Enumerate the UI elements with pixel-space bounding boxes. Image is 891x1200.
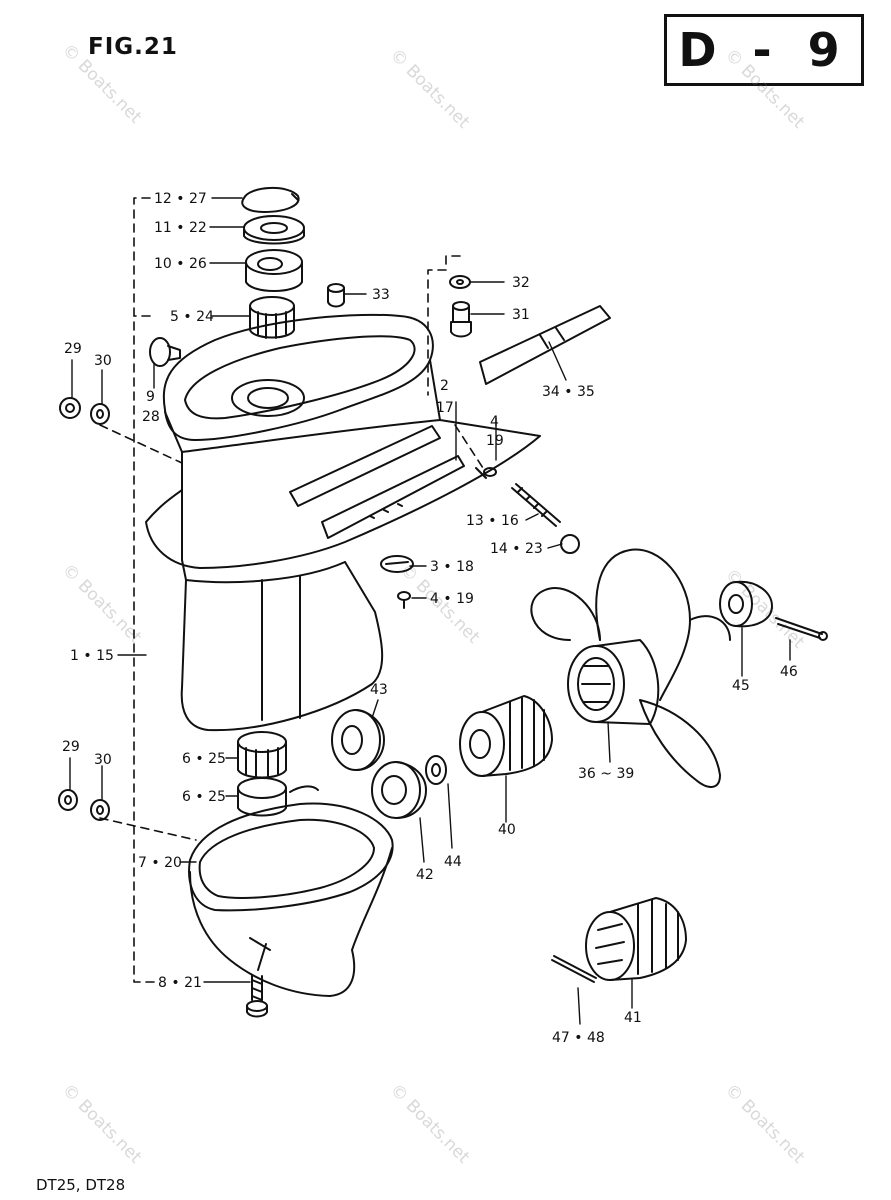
- label-6-25-upper: 6 • 25: [182, 751, 226, 767]
- part-decal: [479, 305, 611, 385]
- label-31: 31: [512, 307, 530, 323]
- label-46: 46: [780, 664, 798, 680]
- part-cotter-pin: [775, 617, 828, 641]
- label-7-20: 7 • 20: [138, 855, 182, 871]
- label-47-48: 47 • 48: [552, 1030, 605, 1046]
- label-2: 2: [440, 378, 449, 394]
- dashed-leader-lines: [99, 197, 484, 983]
- label-30-lower: 30: [94, 752, 112, 768]
- label-12-27: 12 • 27: [154, 191, 207, 207]
- label-8-21: 8 • 21: [158, 975, 202, 991]
- label-5-24: 5 • 24: [170, 309, 214, 325]
- label-41: 41: [624, 1010, 642, 1026]
- label-13-16: 13 • 16: [466, 513, 519, 529]
- label-3-18: 3 • 18: [430, 559, 474, 575]
- part-plug: [149, 337, 181, 367]
- label-45: 45: [732, 678, 750, 694]
- label-42: 42: [416, 867, 434, 883]
- part-gear-case: [145, 313, 541, 732]
- label-44: 44: [444, 854, 462, 870]
- part-shear-pin: [551, 955, 597, 983]
- label-6-25-lower: 6 • 25: [182, 789, 226, 805]
- label-30-upper: 30: [94, 353, 112, 369]
- part-nut-washer-upper: [59, 397, 110, 425]
- label-11-22: 11 • 22: [154, 220, 207, 236]
- part-propeller-nut: [719, 580, 773, 628]
- part-bearing-housing: [371, 761, 427, 819]
- label-36-39: 36 ~ 39: [578, 766, 634, 782]
- part-circlip: [241, 186, 300, 213]
- part-labels: 12 • 27 11 • 22 10 • 26 5 • 24 33 32 31 …: [62, 191, 798, 1046]
- label-43: 43: [370, 682, 388, 698]
- part-cap: [560, 534, 580, 554]
- label-29-upper: 29: [64, 341, 82, 357]
- label-4-19: 4 • 19: [430, 591, 474, 607]
- part-propeller-adapter: [585, 897, 687, 981]
- part-anode-plate: [380, 555, 414, 573]
- label-29-lower: 29: [62, 739, 80, 755]
- part-needle-bearing-lower: [237, 731, 287, 779]
- label-32: 32: [512, 275, 530, 291]
- part-ball-bearing: [245, 249, 303, 292]
- part-bearing-lower: [237, 777, 319, 817]
- part-dowel-pin: [327, 283, 345, 308]
- part-bolt: [450, 301, 472, 338]
- part-screw-lower: [397, 591, 411, 609]
- label-1-15: 1 • 15: [70, 648, 114, 664]
- part-nut-washer-lower: [58, 789, 110, 821]
- part-propeller: [530, 548, 731, 788]
- figure-number: FIG.21: [88, 34, 178, 60]
- label-19: 19: [486, 433, 504, 449]
- label-34-35: 34 • 35: [542, 384, 595, 400]
- part-thrust-washer: [425, 755, 447, 785]
- label-17: 17: [436, 400, 454, 416]
- part-washer: [243, 215, 305, 245]
- label-33: 33: [372, 287, 390, 303]
- part-lower-gear-case: [188, 802, 394, 997]
- label-9: 9: [146, 389, 155, 405]
- part-screw: [475, 467, 497, 479]
- part-needle-bearing: [249, 296, 295, 339]
- label-4: 4: [490, 414, 499, 430]
- model-label: DT25, DT28: [36, 1176, 126, 1194]
- label-28: 28: [142, 409, 160, 425]
- part-lower-bolt: [246, 975, 268, 1018]
- part-small-washer: [449, 275, 471, 289]
- part-oil-seal: [331, 709, 385, 771]
- part-spring: [511, 483, 561, 527]
- diagram-code-box: D - 9: [664, 14, 864, 86]
- leader-lines: [69, 197, 791, 1025]
- label-10-26: 10 • 26: [154, 256, 207, 272]
- label-14-23: 14 • 23: [490, 541, 543, 557]
- part-propeller-bushing: [459, 695, 553, 777]
- label-40: 40: [498, 822, 516, 838]
